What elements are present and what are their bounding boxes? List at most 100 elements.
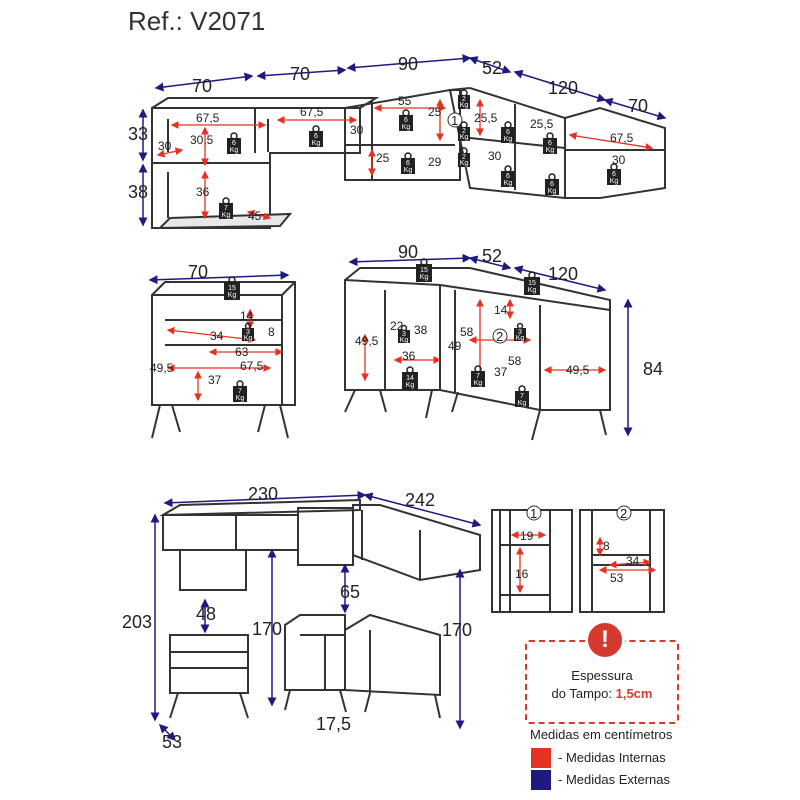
svg-text:3: 3 bbox=[518, 329, 522, 336]
mid-right-38: 38 bbox=[414, 323, 428, 337]
svg-text:Kg: Kg bbox=[244, 335, 253, 342]
mid-right-49: 49 bbox=[448, 339, 462, 353]
external-dimension-lines bbox=[138, 54, 667, 742]
internal-measure-label: - Medidas Internas bbox=[558, 750, 666, 765]
weight-14kg-icon: 14 Kg bbox=[402, 366, 418, 390]
svg-text:Kg: Kg bbox=[460, 134, 469, 141]
weight-7kg-icon: 7 Kg bbox=[219, 197, 233, 219]
legend-title: Medidas em centímetros bbox=[530, 727, 673, 742]
int-14: 30 bbox=[612, 153, 626, 167]
svg-text:Kg: Kg bbox=[460, 102, 469, 109]
int-4: 25 bbox=[428, 105, 442, 119]
weight-7kg-icon: 7 Kg bbox=[471, 365, 485, 387]
exclamation-icon: ! bbox=[585, 620, 625, 660]
svg-text:Kg: Kg bbox=[546, 147, 555, 154]
base-cabinet-70-view bbox=[151, 281, 296, 439]
weight-3kg-icon: 3 Kg bbox=[398, 324, 410, 344]
svg-text:3: 3 bbox=[246, 329, 250, 336]
mid-left-675: 67,5 bbox=[240, 359, 264, 373]
int-7: 67,5 bbox=[610, 131, 634, 145]
int-13: 30 bbox=[488, 149, 502, 163]
dim-mid-right-52: 52 bbox=[482, 246, 502, 266]
mid-right-58b: 58 bbox=[508, 354, 522, 368]
dim-bottom-65: 65 bbox=[340, 582, 360, 602]
dim-top-1: 70 bbox=[192, 76, 212, 96]
svg-text:7: 7 bbox=[520, 393, 524, 400]
int-2: 67,5 bbox=[300, 105, 324, 119]
weight-6kg-icon: 6 Kg bbox=[501, 121, 515, 143]
weight-2kg-icon: 2 Kg bbox=[458, 121, 470, 141]
mid-left-8: 8 bbox=[268, 325, 275, 339]
detail2-34: 34 bbox=[626, 554, 640, 568]
weight-15kg-icon: 15 Kg bbox=[224, 276, 240, 300]
info-line-1: Espessura bbox=[571, 668, 633, 683]
svg-text:3: 3 bbox=[402, 331, 406, 338]
weight-3kg-icon: 3 Kg bbox=[514, 322, 526, 342]
mid-right-495b: 49,5 bbox=[566, 363, 590, 377]
info-value: 1,5cm bbox=[615, 686, 653, 701]
dim-mid-left-70: 70 bbox=[188, 262, 208, 282]
mid-right-37: 37 bbox=[494, 365, 508, 379]
weight-7kg-icon: 7 Kg bbox=[233, 380, 247, 402]
dim-top-3: 90 bbox=[398, 54, 418, 74]
weight-3kg-icon: 3 Kg bbox=[242, 322, 254, 342]
mid-left-63: 63 bbox=[235, 345, 249, 359]
svg-text:14: 14 bbox=[406, 375, 414, 382]
dim-bottom-203: 203 bbox=[122, 612, 152, 632]
svg-text:Kg: Kg bbox=[528, 287, 537, 294]
svg-text:Kg: Kg bbox=[312, 140, 321, 147]
svg-text:2: 2 bbox=[462, 96, 466, 103]
svg-text:Kg: Kg bbox=[230, 147, 239, 154]
int-10: 30 bbox=[350, 123, 364, 137]
svg-text:Kg: Kg bbox=[516, 335, 525, 342]
marker-2-mid: 2 bbox=[496, 329, 503, 344]
assembled-kitchen-view bbox=[159, 498, 481, 719]
external-measure-label: - Medidas Externas bbox=[558, 772, 670, 787]
svg-text:6: 6 bbox=[506, 129, 510, 136]
mid-right-22: 22 bbox=[390, 319, 404, 333]
svg-text:6: 6 bbox=[406, 160, 410, 167]
dim-mid-right-90: 90 bbox=[398, 242, 418, 262]
dim-height-84: 84 bbox=[643, 359, 663, 379]
svg-text:Kg: Kg bbox=[400, 337, 409, 344]
top-thickness-info-box: ! Espessura do Tampo: 1,5cm bbox=[525, 620, 679, 724]
dim-bottom-170b: 170 bbox=[442, 620, 472, 640]
svg-text:15: 15 bbox=[228, 285, 236, 292]
external-measure-swatch bbox=[531, 770, 551, 790]
marker-1-top: 1 bbox=[451, 113, 458, 128]
svg-text:Kg: Kg bbox=[504, 180, 513, 187]
svg-text:Kg: Kg bbox=[420, 274, 429, 281]
svg-text:6: 6 bbox=[550, 181, 554, 188]
svg-text:Kg: Kg bbox=[222, 212, 231, 219]
svg-text:Kg: Kg bbox=[548, 188, 557, 195]
weight-2kg-icon: 2 Kg bbox=[458, 89, 470, 109]
svg-text:6: 6 bbox=[232, 140, 236, 147]
info-label: do Tampo: bbox=[551, 686, 612, 701]
dim-top-5: 120 bbox=[548, 78, 578, 98]
svg-text:6: 6 bbox=[506, 173, 510, 180]
svg-text:6: 6 bbox=[612, 171, 616, 178]
svg-text:7: 7 bbox=[238, 388, 242, 395]
detail2-53: 53 bbox=[610, 571, 624, 585]
detail1-19: 19 bbox=[520, 529, 534, 543]
int-9: 30 bbox=[158, 139, 172, 153]
int-1: 67,5 bbox=[196, 111, 220, 125]
int-5: 25,5 bbox=[474, 111, 498, 125]
weight-6kg-icon: 6 Kg bbox=[607, 163, 621, 185]
marker-1-detail: 1 bbox=[530, 506, 537, 521]
mid-right-14: 14 bbox=[494, 303, 508, 317]
mid-right-495a: 49,5 bbox=[355, 334, 379, 348]
svg-text:Kg: Kg bbox=[610, 178, 619, 185]
dim-bottom-175: 17,5 bbox=[316, 714, 351, 734]
svg-text:Kg: Kg bbox=[228, 292, 237, 299]
int-11: 25 bbox=[376, 151, 390, 165]
dim-bottom-48: 48 bbox=[196, 604, 216, 624]
dim-top-4: 52 bbox=[482, 58, 502, 78]
detail2-8: 8 bbox=[603, 539, 610, 553]
mid-right-36: 36 bbox=[402, 349, 416, 363]
svg-text:15: 15 bbox=[420, 267, 428, 274]
svg-text:15: 15 bbox=[528, 280, 536, 287]
svg-text:7: 7 bbox=[224, 205, 228, 212]
reference-code: Ref.: V2071 bbox=[128, 6, 266, 36]
